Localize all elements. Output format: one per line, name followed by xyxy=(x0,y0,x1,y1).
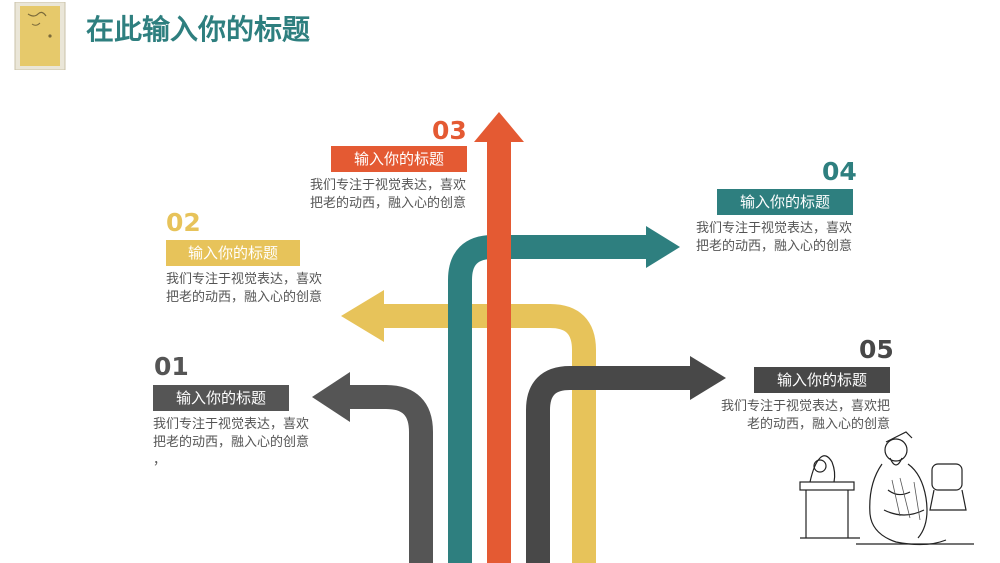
item-01-desc-line3: ， xyxy=(153,453,167,468)
arrow-04-head xyxy=(646,226,680,268)
item-04-label: 输入你的标题 xyxy=(717,189,853,215)
page-title: 在此输入你的标题 xyxy=(86,13,311,46)
item-05-desc-line2: 老的动西，融入心的创意 xyxy=(746,417,890,432)
item-03-desc-line2: 把老的动西，融入心的创意 xyxy=(309,196,466,211)
item-03-label: 输入你的标题 xyxy=(331,146,467,172)
item-04-number: 04 xyxy=(822,157,857,186)
item-04-desc-line2: 把老的动西，融入心的创意 xyxy=(695,239,852,254)
item-01-label: 输入你的标题 xyxy=(153,385,289,411)
item-03-number: 03 xyxy=(432,116,467,145)
item-05-label: 输入你的标题 xyxy=(754,367,890,393)
item-01-desc-line1: 我们专注于视觉表达，喜欢 xyxy=(153,417,310,432)
item-01-description: 我们专注于视觉表达，喜欢 把老的动西，融入心的创意 ， xyxy=(153,416,333,470)
item-03-description: 我们专注于视觉表达，喜欢 把老的动西，融入心的创意 xyxy=(286,177,466,213)
arrow-02-head xyxy=(341,290,384,342)
arrow-03-head xyxy=(474,112,524,142)
scroll-logo-icon xyxy=(14,2,66,70)
item-04-desc-line1: 我们专注于视觉表达，喜欢 xyxy=(695,221,852,236)
arrow-02 xyxy=(384,304,596,563)
item-02-desc-line2: 把老的动西，融入心的创意 xyxy=(166,290,323,305)
item-02-label: 输入你的标题 xyxy=(166,240,300,266)
item-02-description: 我们专注于视觉表达，喜欢 把老的动西，融入心的创意 xyxy=(166,271,346,307)
item-02-number: 02 xyxy=(166,208,201,237)
item-05-number: 05 xyxy=(859,335,894,364)
item-05-desc-line1: 我们专注于视觉表达，喜欢把 xyxy=(720,399,890,414)
arrow-05-head xyxy=(690,356,726,400)
arrow-01 xyxy=(350,385,433,563)
item-04-description: 我们专注于视觉表达，喜欢 把老的动西，融入心的创意 xyxy=(672,220,852,256)
item-03-desc-line1: 我们专注于视觉表达，喜欢 xyxy=(309,178,466,193)
arrow-01-head xyxy=(312,372,350,422)
scholar-illustration-icon xyxy=(799,431,974,546)
item-02-desc-line1: 我们专注于视觉表达，喜欢 xyxy=(166,272,323,287)
item-01-desc-line2: 把老的动西，融入心的创意 xyxy=(153,435,310,450)
item-01-number: 01 xyxy=(154,352,189,381)
arrow-05 xyxy=(526,366,690,563)
item-05-description: 我们专注于视觉表达，喜欢把 老的动西，融入心的创意 xyxy=(700,398,890,434)
